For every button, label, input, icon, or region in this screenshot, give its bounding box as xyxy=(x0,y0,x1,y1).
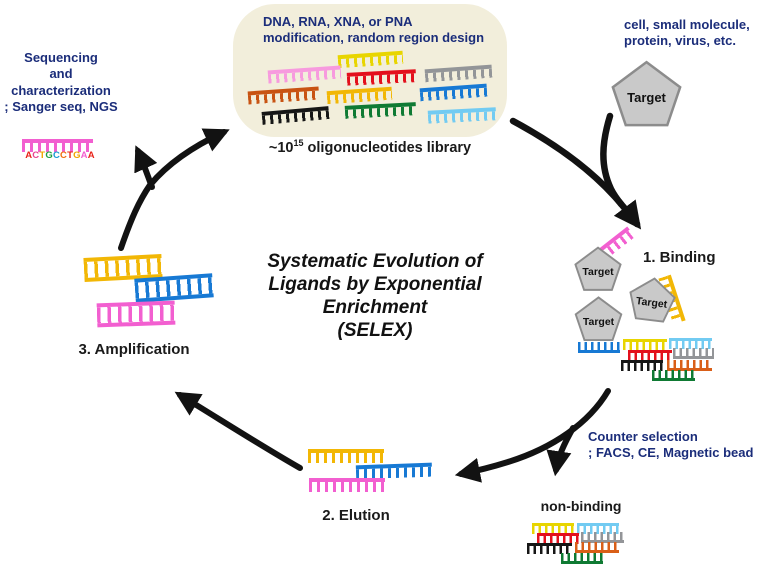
library-box: DNA, RNA, XNA, or PNA modification, rand… xyxy=(233,4,507,137)
library-oligo-yellow xyxy=(337,50,404,69)
target-source-line2: protein, virus, etc. xyxy=(624,33,736,48)
target-pentagon-main: Target xyxy=(609,60,684,128)
binding-pool-orange xyxy=(667,360,712,371)
target-pentagon-binding-3: Target xyxy=(573,296,624,342)
binding-pool-gray xyxy=(673,348,714,359)
step-binding-label: 1. Binding xyxy=(643,249,716,266)
sequencing-line1: Sequencing xyxy=(24,50,98,65)
target-pentagon-label: Target xyxy=(582,266,614,279)
sequencing-line3: characterization xyxy=(11,82,111,98)
library-oligo-blue xyxy=(419,83,488,102)
library-oligo-sky xyxy=(427,107,497,124)
library-oligo-pink xyxy=(267,65,342,84)
amplification-duplex-blue xyxy=(134,273,214,303)
arrow-amplification-to-sequencing xyxy=(134,145,158,190)
arrow-target-to-binding xyxy=(600,112,625,208)
pentagon-shape xyxy=(574,296,623,342)
library-caption: ~1015 oligonucleotides library xyxy=(233,138,507,157)
target-pentagon-binding-1: Target xyxy=(574,246,622,292)
nonbinding-oligo-gray xyxy=(581,532,624,543)
elution-oligo-blue xyxy=(355,462,433,480)
arrow-elution-to-amplification xyxy=(174,391,303,471)
title-line3: Enrichment xyxy=(322,297,428,318)
nt: A xyxy=(25,150,33,161)
nonbinding-oligo-yellow xyxy=(532,523,574,534)
pentagon-shape xyxy=(629,277,676,323)
nt: T xyxy=(39,150,46,161)
nt: G xyxy=(73,150,81,161)
library-oligo-gold xyxy=(326,86,393,105)
library-caption-prefix: ~10 xyxy=(268,139,294,156)
sequenced-oligo xyxy=(22,139,93,152)
title-line2: Ligands by Exponential xyxy=(268,274,482,295)
binding-pool-yellow xyxy=(623,339,667,350)
diagram-title: Systematic Evolution of Ligands by Expon… xyxy=(240,250,510,342)
nt: T xyxy=(67,150,74,161)
target-source-text: cell, small molecule, protein, virus, et… xyxy=(624,17,758,49)
target-pentagon-label: Target xyxy=(582,316,615,329)
nt: G xyxy=(45,150,53,161)
counter-selection-line1: Counter selection xyxy=(588,429,698,444)
elution-oligo-gold xyxy=(308,449,384,463)
sequencing-line4: ; Sanger seq, NGS xyxy=(4,98,118,114)
binding-pool-sky xyxy=(669,338,712,349)
library-oligo-gray xyxy=(424,64,493,83)
library-caption-exponent: 15 xyxy=(293,138,304,148)
target-pentagon-label: Target xyxy=(627,89,666,105)
nt: A xyxy=(80,150,88,161)
binding-pool-green xyxy=(652,370,695,381)
nonbinding-oligo-red xyxy=(537,533,579,544)
library-oligo-black xyxy=(261,106,330,125)
sequence-readout: ACTGCCTGAA xyxy=(21,150,99,161)
binding-pool-red xyxy=(628,350,672,361)
counter-selection-text: Counter selection ; FACS, CE, Magnetic b… xyxy=(588,429,758,461)
nt: C xyxy=(60,150,68,161)
amplification-duplex-pink xyxy=(96,300,176,328)
binding-pool-black xyxy=(621,360,663,371)
sequencing-line2: and xyxy=(49,66,73,82)
nonbinding-oligo-green xyxy=(561,553,603,564)
library-description: DNA, RNA, XNA, or PNA modification, rand… xyxy=(263,14,484,46)
step-elution-label: 2. Elution xyxy=(322,507,390,524)
elution-oligo-pink xyxy=(309,478,385,492)
library-line2: modification, random region design xyxy=(263,30,485,45)
pentagon-shape xyxy=(574,246,622,291)
counter-selection-line2: ; FACS, CE, Magnetic bead xyxy=(588,445,754,460)
nt: C xyxy=(52,150,60,161)
pentagon-shape xyxy=(611,60,682,127)
library-line1: DNA, RNA, XNA, or PNA xyxy=(263,14,413,29)
title-line4: (SELEX) xyxy=(337,320,413,341)
target-source-line1: cell, small molecule, xyxy=(624,17,750,32)
arrow-binding-to-nonbinding xyxy=(546,425,576,477)
non-binding-label: non-binding xyxy=(540,498,622,514)
nonbinding-oligo-sky xyxy=(577,523,619,534)
nonbinding-oligo-orange xyxy=(575,542,619,553)
library-oligo-green xyxy=(344,102,417,119)
nt: C xyxy=(32,150,40,161)
binding-oligo-blue xyxy=(578,342,620,353)
target-pentagon-binding-2: Target xyxy=(624,274,679,325)
title-line1: Systematic Evolution of xyxy=(267,251,483,272)
library-oligo-red xyxy=(346,69,417,86)
arrow-amplification-to-library xyxy=(118,128,230,251)
nt: A xyxy=(87,150,95,161)
arrow-binding-to-elution xyxy=(454,388,611,483)
arrow-library-to-binding xyxy=(509,117,642,230)
library-oligo-brown xyxy=(247,86,320,105)
library-caption-suffix: oligonucleotides library xyxy=(303,139,472,156)
sequencing-text: Sequencing and characterization ; Sanger… xyxy=(0,50,122,115)
step-amplification-label: 3. Amplification xyxy=(78,341,190,358)
nonbinding-oligo-black xyxy=(527,543,572,554)
